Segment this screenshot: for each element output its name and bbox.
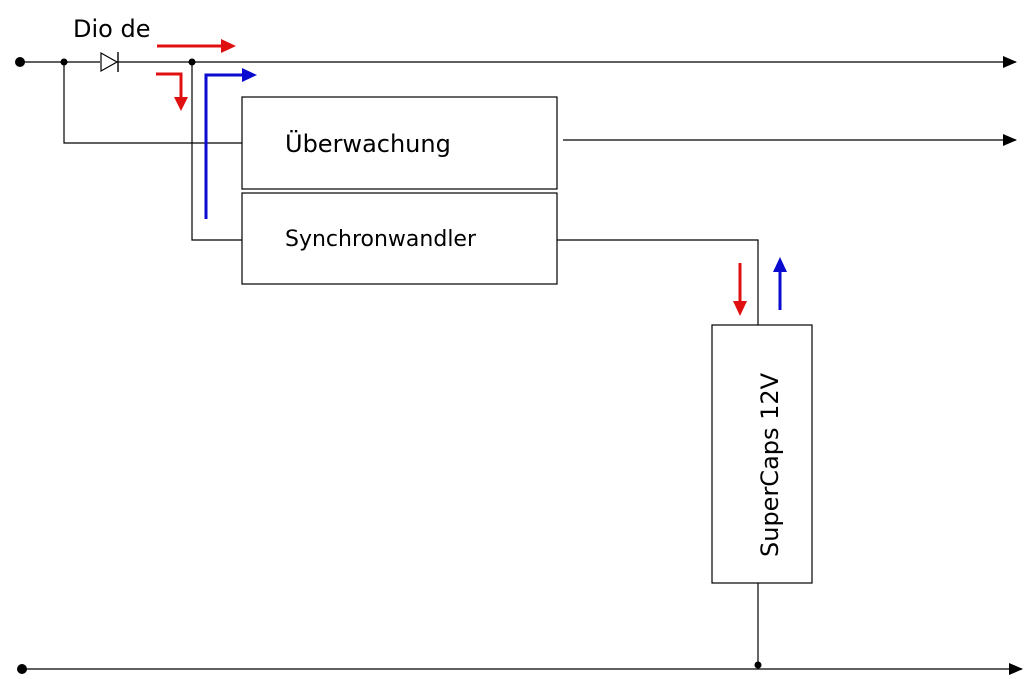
supercaps-block <box>711 324 813 584</box>
diode-label: Dio de <box>73 15 150 43</box>
monitor-feed-wire <box>63 62 242 144</box>
converter-label: Synchronwandler <box>285 227 477 252</box>
ground-mark: – <box>392 671 403 679</box>
discharge-arrow-supercaps <box>773 257 787 310</box>
ground-node-dot <box>754 661 762 669</box>
input-terminal-dot <box>15 57 25 67</box>
charge-arrow-supercaps <box>733 263 747 316</box>
converter-feed-wire <box>191 62 242 241</box>
monitor-block <box>241 96 558 190</box>
diode-symbol <box>100 51 119 73</box>
monitor-label: Überwachung <box>285 129 451 158</box>
charge-arrow-top <box>157 39 236 53</box>
converter-block <box>241 192 558 285</box>
converter-to-supercaps-wire <box>557 239 759 325</box>
ground-terminal-dot <box>17 664 27 674</box>
discharge-arrow-top <box>204 68 257 219</box>
supercaps-label: SuperCaps 12V <box>756 372 784 557</box>
charge-arrow-down-left <box>156 72 188 111</box>
